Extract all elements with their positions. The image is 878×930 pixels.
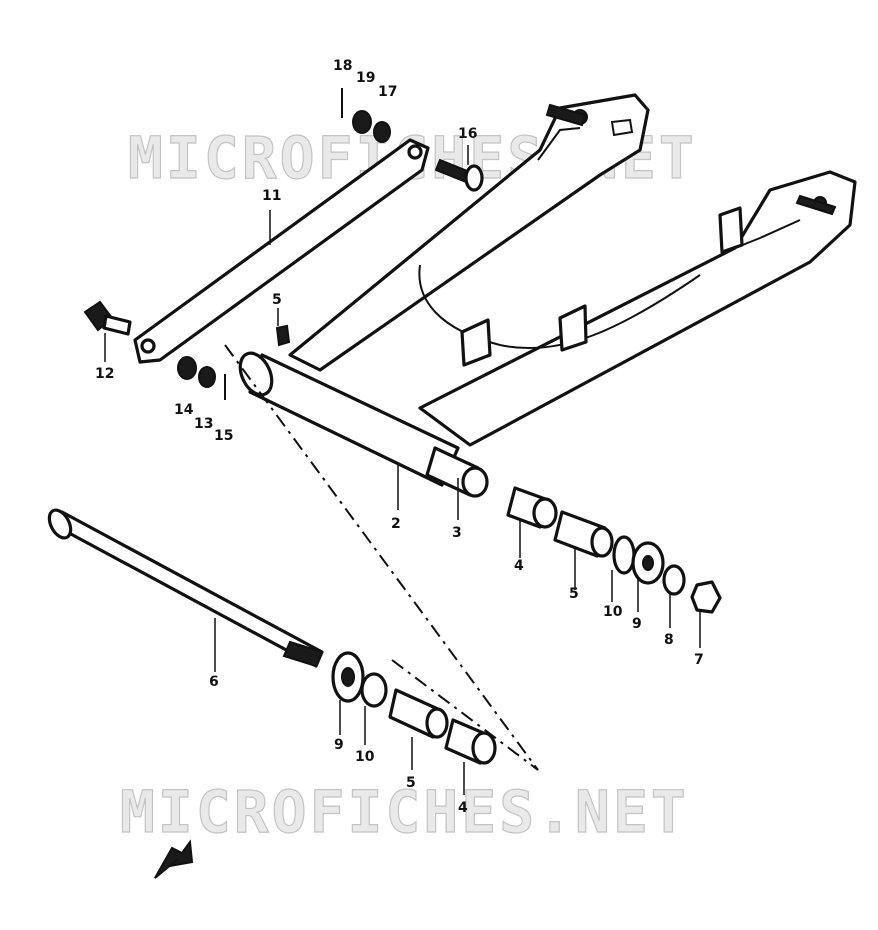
arrow-icon — [154, 839, 194, 879]
torque-link — [133, 138, 430, 364]
right-spacer-5 — [553, 510, 614, 558]
washer-19 — [352, 110, 372, 134]
nut-13 — [198, 366, 216, 388]
callout-10-right: 10 — [603, 604, 623, 620]
callout-9-left: 9 — [334, 737, 344, 753]
callout-17: 17 — [378, 84, 397, 100]
left-shim-10 — [360, 672, 388, 708]
right-shim-10 — [612, 535, 636, 575]
assembly-line-left — [224, 344, 539, 771]
nut-17 — [373, 121, 391, 143]
assembly-line-bottom — [391, 659, 539, 771]
callout-5-right: 5 — [569, 586, 579, 602]
pivot-tube — [238, 351, 460, 487]
callout-12: 12 — [95, 366, 114, 382]
pivot-shaft — [47, 508, 324, 668]
callout-7: 7 — [694, 652, 704, 668]
cross-member — [418, 264, 701, 350]
callout-16: 16 — [458, 126, 477, 142]
callout-15: 15 — [214, 428, 233, 444]
left-bushing-4 — [444, 718, 497, 765]
right-bushing-4 — [506, 486, 558, 529]
left-spacer-5 — [388, 688, 449, 739]
watermark-bottom: MICROFICHES.NET — [120, 778, 689, 846]
nut-7 — [690, 580, 722, 614]
callout-5-top: 5 — [272, 292, 282, 308]
callout-3: 3 — [452, 525, 462, 541]
swingarm-right-arm — [418, 170, 857, 447]
cross-bracket-left — [460, 318, 492, 367]
callout-9-right: 9 — [632, 616, 642, 632]
callout-13: 13 — [194, 416, 213, 432]
callout-14: 14 — [174, 402, 194, 418]
callout-4-left: 4 — [458, 800, 468, 816]
leader-lines — [104, 145, 701, 795]
washer-8 — [662, 564, 686, 596]
callout-18: 18 — [333, 58, 352, 74]
pivot-bushing — [425, 446, 489, 498]
bolt-12 — [83, 300, 132, 336]
callout-10-left: 10 — [355, 749, 375, 765]
callout-19: 19 — [356, 70, 375, 86]
callout-4-right: 4 — [514, 558, 524, 574]
callout-6: 6 — [209, 674, 219, 690]
washer-14 — [177, 356, 197, 380]
grease-nipple — [275, 324, 291, 347]
swingarm-left-arm — [288, 93, 650, 372]
callout-2: 2 — [391, 516, 401, 532]
cross-bracket-right — [558, 304, 588, 352]
callout-5-left: 5 — [406, 775, 416, 791]
bolt-16 — [434, 158, 484, 192]
callout-11: 11 — [262, 188, 281, 204]
right-arm-bracket — [718, 206, 744, 254]
callout-8: 8 — [664, 632, 674, 648]
